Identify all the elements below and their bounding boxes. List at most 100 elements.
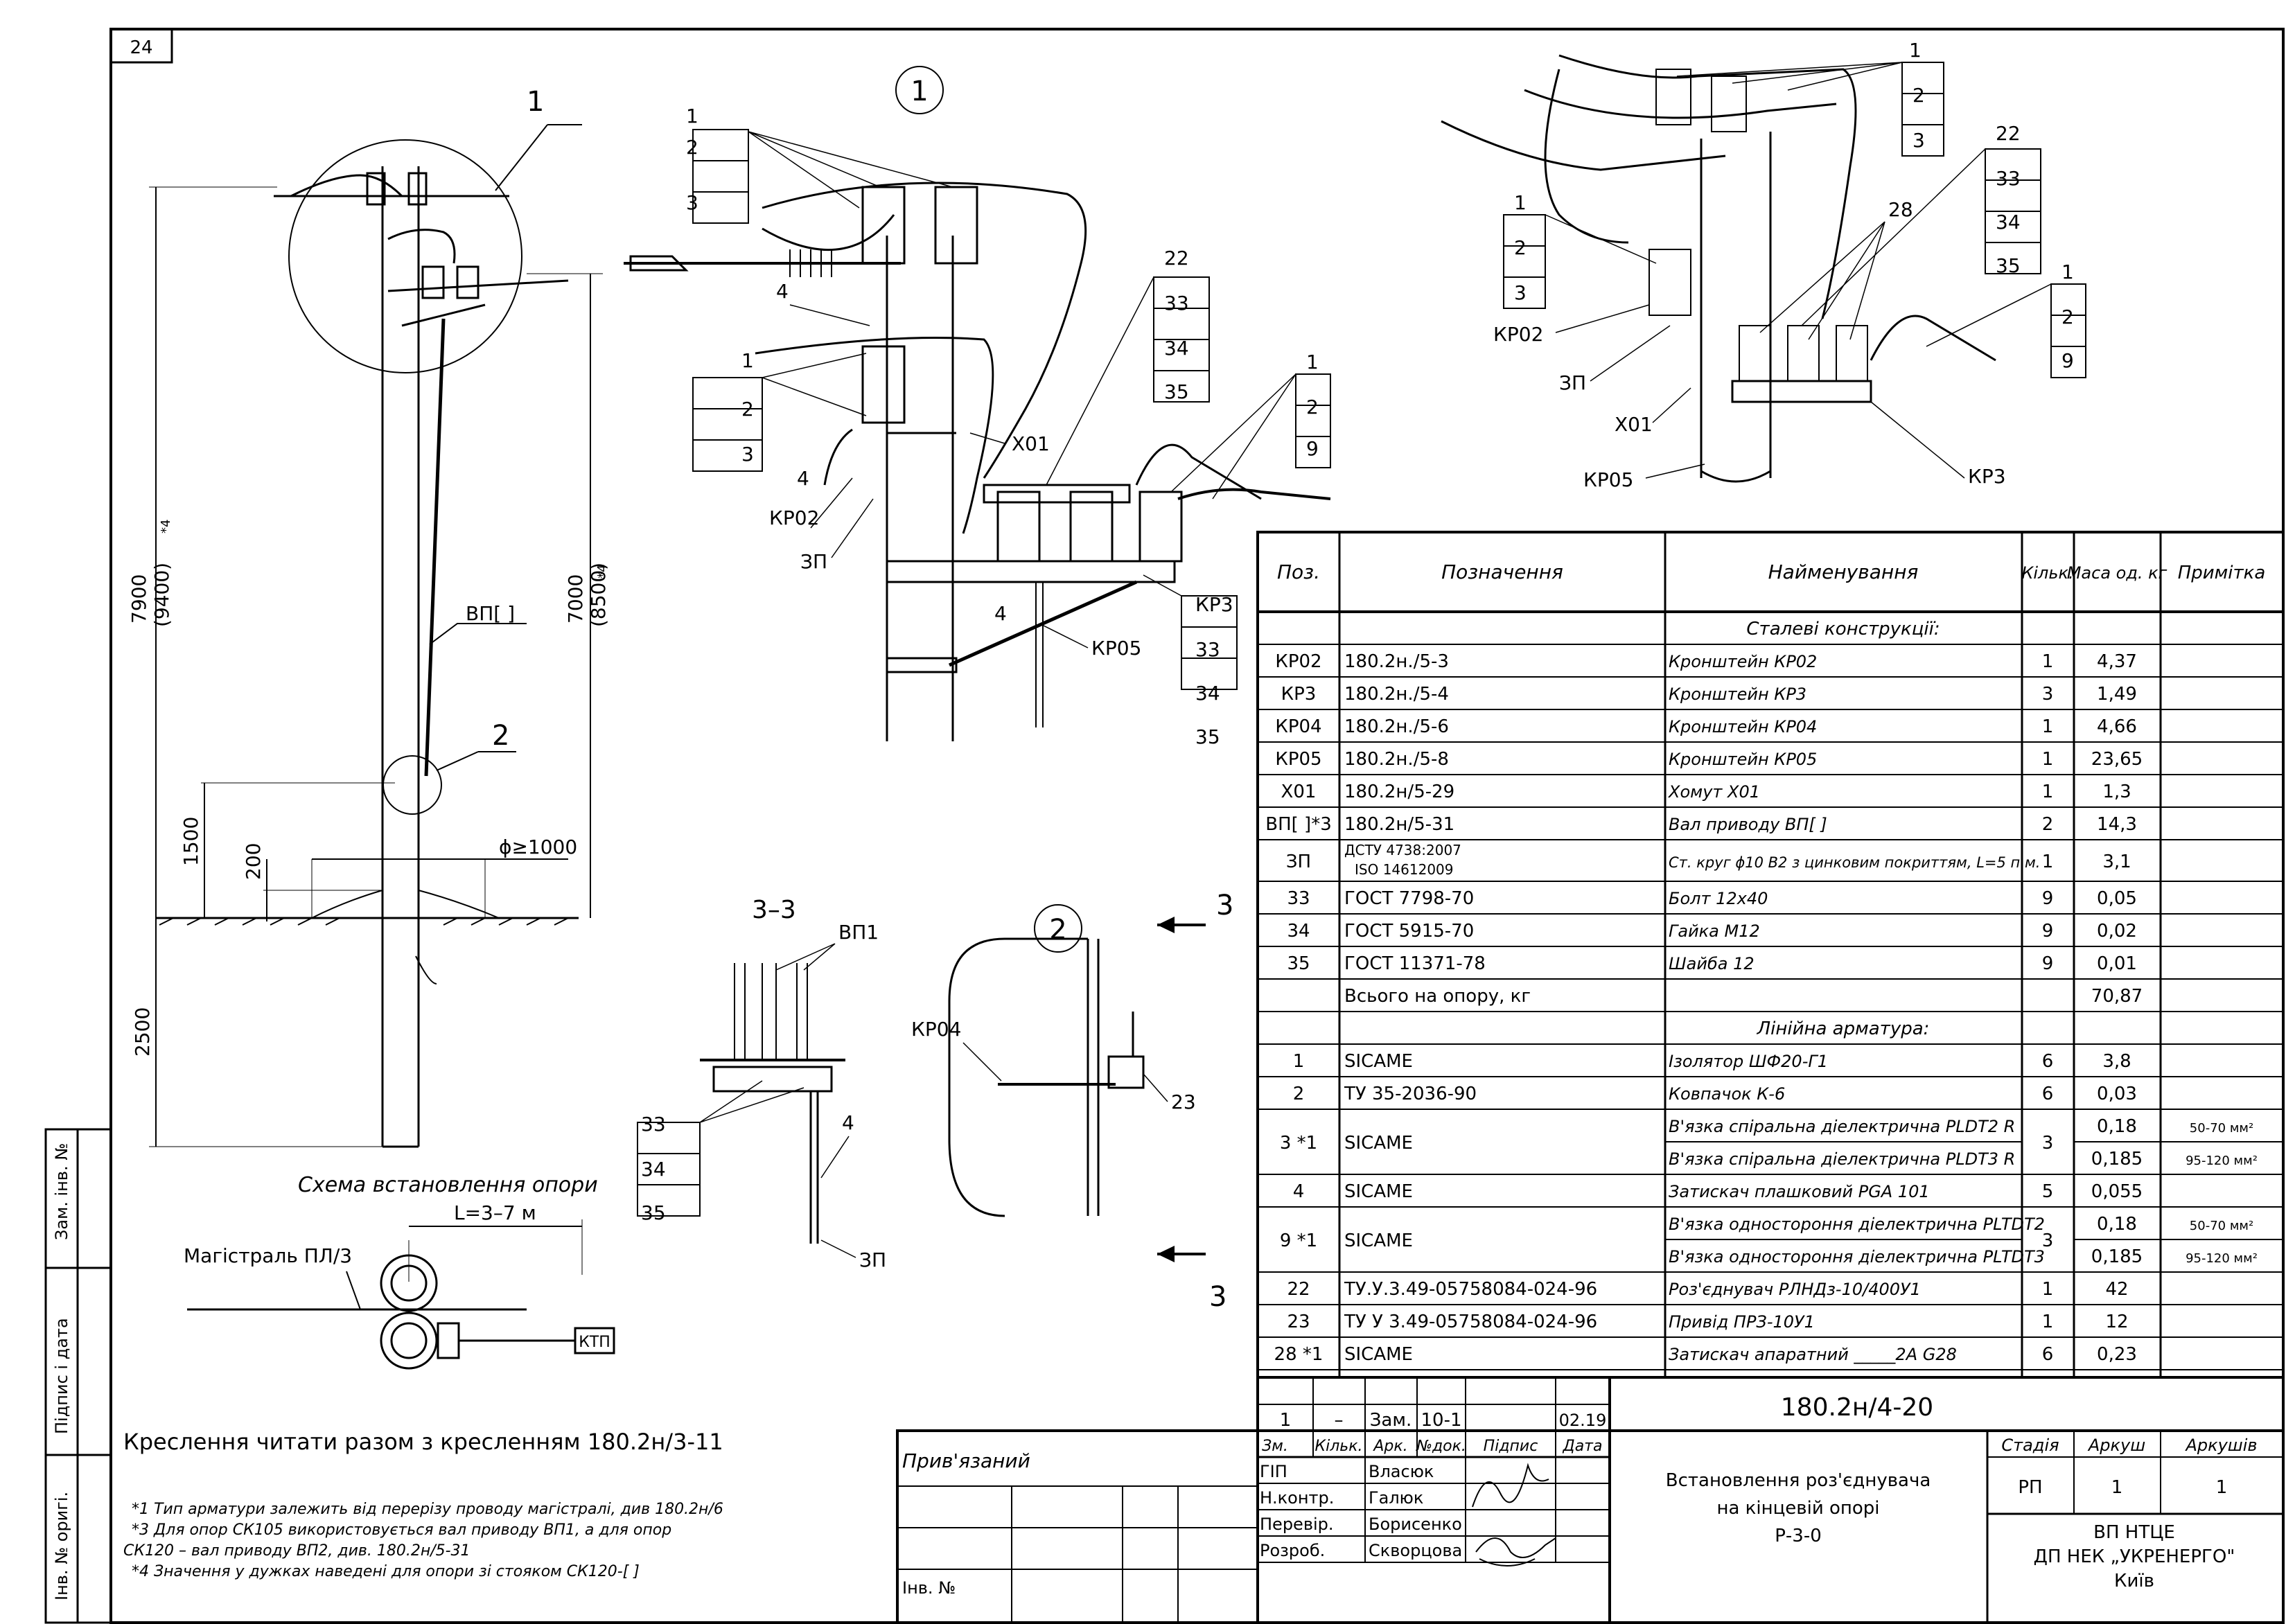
rev-cell: Зам. — [1370, 1410, 1412, 1431]
callout-table: 22 33 34 35 — [1801, 122, 2041, 326]
spec-cell: 0,03 — [2097, 1084, 2137, 1104]
spec-cell: 180.2н/5-31 — [1344, 814, 1454, 835]
spec-cell: В'язка одностороння діелектрична PLTDT2 — [1669, 1215, 2045, 1234]
callout-label: 1 — [686, 105, 698, 127]
spec-cell: 1 — [2042, 1312, 2054, 1332]
spec-cell: 0,01 — [2097, 953, 2137, 974]
dim-7000: 7000 — [564, 574, 587, 624]
callout-label: ЗП — [800, 550, 827, 573]
spec-total-value: 70,87 — [2091, 986, 2143, 1007]
spec-cell: КР02 — [1275, 651, 1321, 672]
spec-cell: 1 — [2042, 749, 2054, 770]
role-name: Скворцова — [1369, 1541, 1462, 1560]
callout-table: КР3 33 34 35 — [1143, 574, 1238, 748]
spec-cell: ТУ У 3.49-05758084-024-96 — [1344, 1312, 1597, 1332]
left-strip: Зам. інв. № Підпис і дата Інв. № оригі. — [44, 1128, 112, 1624]
spec-cell: 3,8 — [2102, 1051, 2131, 1072]
spec-cell: 1,49 — [2097, 684, 2137, 705]
spec-cell: 9 *1 — [1280, 1230, 1317, 1251]
callout-label: 2 — [686, 136, 698, 159]
section-arrow-label: 3 — [1209, 1281, 1226, 1313]
callout-label: 4 — [842, 1111, 854, 1134]
spec-cell: SICAME — [1344, 1181, 1413, 1202]
role-label: Н.контр. — [1260, 1488, 1334, 1508]
spec-cell: ТУ.У.3.49-05758084-024-96 — [1344, 1279, 1597, 1300]
footnote: *3 Для опор СК105 використовується вал п… — [132, 1521, 671, 1539]
pole-callout-1: 1 — [527, 86, 544, 118]
notes: Креслення читати разом з кресленням 180.… — [123, 1429, 723, 1580]
view-2-circle: 2 — [1049, 914, 1066, 946]
callout-label: Х01 — [1012, 432, 1050, 455]
callout-label: 3 — [686, 191, 698, 214]
attached-label: Прив'язаний — [902, 1449, 1030, 1472]
pole-callout-2: 2 — [492, 720, 509, 752]
callout-label: 34 — [1996, 211, 2021, 233]
spec-cell: 33 — [1287, 888, 1310, 909]
spec-cell: Ізолятор ШФ20-Г1 — [1669, 1052, 1828, 1071]
signature-mark — [1475, 1537, 1556, 1558]
spec-cell: 4 — [1293, 1181, 1305, 1202]
dim-9400: (9400) — [150, 563, 173, 627]
scheme-ktp: КТП — [579, 1334, 610, 1351]
callout-label: 1 — [1909, 39, 1922, 62]
rev-header: Зм. — [1262, 1438, 1288, 1455]
callout-label: 3 — [741, 443, 754, 466]
callout-label: 4 — [797, 467, 809, 490]
callout-label: 3 — [1912, 129, 1925, 152]
spec-cell: 0,055 — [2091, 1181, 2143, 1202]
signature-mark — [1472, 1463, 1549, 1508]
spec-cell: ISO 14612009 — [1355, 861, 1454, 878]
callout-label: 33 — [641, 1113, 666, 1136]
spec-cell: 1 — [2042, 651, 2054, 672]
pole-caption: Схема встановлення опори — [298, 1173, 598, 1197]
spec-cell: Хомут Х01 — [1667, 782, 1760, 802]
spec-total-label: Всього на опору, кг — [1344, 986, 1531, 1007]
spec-cell: ЗП — [1286, 851, 1311, 872]
callout-table: 1 2 3 — [1503, 191, 1657, 309]
spec-cell: КР3 — [1281, 684, 1317, 705]
callout-label: КР05 — [1091, 637, 1141, 660]
spec-cell: Ст. круг ϕ10 В2 з цинковим покриттям, L=… — [1669, 854, 2040, 871]
spec-cell: 0,185 — [2091, 1246, 2143, 1267]
footnote: *4 Значення у дужках наведені для опори … — [132, 1563, 640, 1580]
footnote: СК120 – вал приводу ВП2, див. 180.2н/5-3… — [123, 1542, 471, 1560]
spec-cell: 50-70 мм² — [2190, 1219, 2253, 1233]
stage-value: РП — [2018, 1477, 2042, 1498]
spec-cell: SICAME — [1344, 1230, 1413, 1251]
dim-2500: 2500 — [131, 1007, 154, 1057]
title-block: 1 – Зам. 10-1 02.19 Зм. Кільк. Арк. №док… — [896, 1377, 2285, 1624]
callout-table: 1 2 3 — [686, 105, 953, 224]
rev-header: Арк. — [1372, 1438, 1407, 1455]
spec-cell: 4,37 — [2097, 651, 2137, 672]
spec-cell: 0,02 — [2097, 921, 2137, 942]
spec-cell: 3 — [2042, 684, 2054, 705]
pole-label-vp: ВП[ ] — [466, 602, 515, 625]
spec-cell: 1,3 — [2102, 782, 2131, 802]
spec-cell: ГОСТ 7798-70 — [1344, 888, 1474, 909]
title-line: Встановлення роз'єднувача — [1666, 1470, 1931, 1491]
callout-label: 33 — [1195, 638, 1220, 661]
org-line: ВП НТЦЕ — [2093, 1522, 2175, 1543]
spec-cell: 34 — [1287, 921, 1310, 942]
spec-cell: 1 — [2042, 851, 2054, 872]
spec-cell: 0,18 — [2097, 1214, 2137, 1235]
spec-cell: 3 — [2042, 1230, 2054, 1251]
section-arrow-label: 3 — [1216, 890, 1233, 921]
title-line: Р-3-0 — [1775, 1526, 1822, 1546]
callout-label: 4 — [994, 602, 1007, 625]
callout-label: 22 — [1164, 247, 1189, 270]
callout-label: 2 — [1912, 84, 1925, 107]
callout-label: КР02 — [769, 506, 819, 529]
callout-label: 35 — [1164, 380, 1189, 403]
callout-label: 34 — [641, 1158, 666, 1181]
spec-cell: 23,65 — [2091, 749, 2143, 770]
iso-view: 1 2 3 22 33 34 35 28 1 2 3 КР02 — [1441, 39, 2086, 491]
spec-cell: Привід ПРЗ-10У1 — [1669, 1312, 1815, 1332]
callout-label: 33 — [1996, 167, 2021, 190]
callout-label: Х01 — [1615, 413, 1653, 436]
spec-header: Маса од. кг — [2067, 563, 2168, 583]
callout-label: 28 — [1888, 198, 1913, 221]
spec-header: Примітка — [2178, 563, 2266, 583]
spec-cell: Шайба 12 — [1669, 954, 1755, 973]
spec-cell: 2 — [1293, 1084, 1305, 1104]
